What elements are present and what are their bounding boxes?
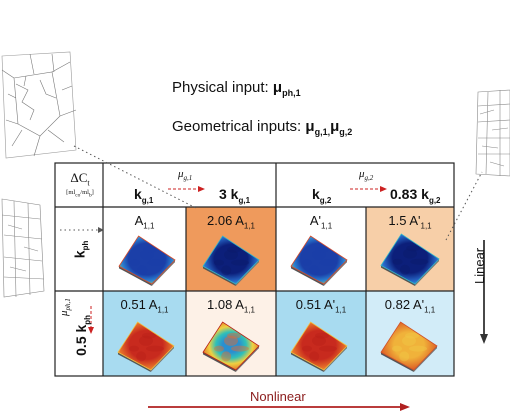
kg2-base: k bbox=[312, 186, 320, 202]
cell-label-3: 1.5 A'1,1 bbox=[366, 213, 454, 231]
col-header-kg1: kg,1 bbox=[134, 186, 153, 205]
tile-image-3 bbox=[380, 233, 440, 286]
mu-ph1-arrow-label: μph,1 bbox=[58, 298, 72, 316]
cell-sub-0: 1,1 bbox=[143, 221, 155, 231]
col-header-kg2: kg,2 bbox=[312, 186, 331, 205]
cell-label-5: 1.08 A1,1 bbox=[186, 297, 276, 315]
cell-main-1: 2.06 A bbox=[207, 213, 244, 228]
geometrical-mu-symbol-1: μ bbox=[305, 118, 315, 135]
nonlinear-label: Nonlinear bbox=[250, 389, 306, 404]
tile-image-2 bbox=[290, 235, 348, 286]
mu-g1-symbol: μ bbox=[178, 168, 184, 180]
cell-main-7: 0.82 A' bbox=[384, 297, 425, 312]
3kg1-base: 3 k bbox=[219, 186, 239, 202]
tile-image-0 bbox=[118, 235, 176, 286]
mu-ph1-symbol: μ bbox=[57, 310, 70, 316]
kg1-base: k bbox=[134, 186, 142, 202]
kg1-sub: g,1 bbox=[141, 195, 154, 205]
mu-g2-symbol: μ bbox=[359, 168, 365, 180]
linear-label: Linear bbox=[472, 247, 487, 284]
geometrical-input-line: Geometrical inputs: μg,1,μg,2 bbox=[172, 118, 352, 137]
cell-main-5: 1.08 A bbox=[207, 297, 244, 312]
cell-sub-3: 1,1 bbox=[420, 221, 432, 231]
cell-label-0: A1,1 bbox=[103, 213, 186, 231]
row-header-05kph: 0.5 kph bbox=[73, 315, 92, 356]
kph-sub: ph bbox=[81, 240, 91, 251]
cell-sub-5: 1,1 bbox=[243, 305, 255, 315]
physical-input-label: Physical input: bbox=[172, 79, 269, 96]
physical-mu-symbol: μ bbox=[272, 79, 283, 96]
cell-sub-2: 1,1 bbox=[321, 221, 333, 231]
cell-main-0: A bbox=[134, 213, 144, 228]
left-dotted-arrowhead bbox=[98, 227, 104, 233]
cell-label-7: 0.82 A'1,1 bbox=[366, 297, 454, 315]
cell-label-2: A'1,1 bbox=[276, 213, 366, 231]
physical-input-line: Physical input: μph,1 bbox=[172, 79, 301, 98]
geometrical-input-label: Geometrical inputs: bbox=[172, 118, 302, 135]
mu-g1-sub: g,1 bbox=[183, 174, 193, 183]
cell-label-4: 0.51 A1,1 bbox=[103, 297, 186, 315]
cell-sub-6: 1,1 bbox=[335, 305, 347, 315]
delta-ct-label: ΔCt [mlco/mlb] bbox=[58, 170, 102, 198]
cell-label-6: 0.51 A'1,1 bbox=[276, 297, 366, 315]
cell-main-4: 0.51 A bbox=[120, 297, 158, 312]
unit-e: ] bbox=[91, 188, 94, 196]
mu-ph1-sub: ph,1 bbox=[63, 298, 72, 311]
mu-g2-sub: g,2 bbox=[364, 174, 374, 183]
geometrical-mu-symbol-2: μ bbox=[330, 118, 340, 135]
left-bottom-mesh-image bbox=[1, 198, 45, 298]
05kph-sub: ph bbox=[82, 314, 92, 325]
geometrical-mu-sub-2: g,2 bbox=[339, 127, 353, 137]
cell-sub-1: 1,1 bbox=[243, 221, 255, 231]
083kg2-sub: g,2 bbox=[428, 195, 441, 205]
cell-main-6: 0.51 A' bbox=[295, 297, 336, 312]
geometrical-mu-sub-1: g,1, bbox=[314, 127, 331, 137]
tile-image-5 bbox=[202, 321, 260, 372]
delta-ct-sub: t bbox=[87, 178, 90, 188]
cell-label-1: 2.06 A1,1 bbox=[186, 213, 276, 231]
kg2-sub: g,2 bbox=[319, 195, 332, 205]
cell-main-2: A' bbox=[309, 213, 322, 228]
083kg2-base: 0.83 k bbox=[390, 186, 429, 202]
3kg1-sub: g,1 bbox=[238, 195, 251, 205]
unit-b: co bbox=[75, 191, 81, 198]
delta-ct-main: ΔC bbox=[70, 170, 88, 185]
mu-g1-arrow-label: μg,1 bbox=[178, 168, 192, 182]
tile-image-7 bbox=[380, 321, 438, 372]
05kph-base: 0.5 k bbox=[73, 324, 90, 356]
right-top-mesh-image bbox=[475, 89, 510, 177]
col-header-083kg2: 0.83 kg,2 bbox=[390, 186, 441, 205]
unit-a: [ml bbox=[66, 188, 76, 196]
kph-base: k bbox=[71, 250, 88, 259]
col-header-3kg1: 3 kg,1 bbox=[219, 186, 250, 205]
cell-main-3: 1.5 A' bbox=[388, 213, 421, 228]
tile-image-1 bbox=[202, 235, 260, 286]
tile-image-4 bbox=[117, 321, 175, 372]
cell-sub-7: 1,1 bbox=[424, 305, 436, 315]
row-header-kph: kph bbox=[71, 241, 90, 259]
tile-image-6 bbox=[290, 321, 348, 372]
unit-c: /ml bbox=[80, 188, 89, 196]
mu-g2-arrow-label: μg,2 bbox=[359, 168, 373, 182]
physical-mu-sub: ph,1 bbox=[282, 88, 301, 98]
left-top-mesh-image bbox=[1, 51, 77, 159]
cell-sub-4: 1,1 bbox=[157, 305, 169, 315]
unit-d: b bbox=[88, 191, 92, 198]
